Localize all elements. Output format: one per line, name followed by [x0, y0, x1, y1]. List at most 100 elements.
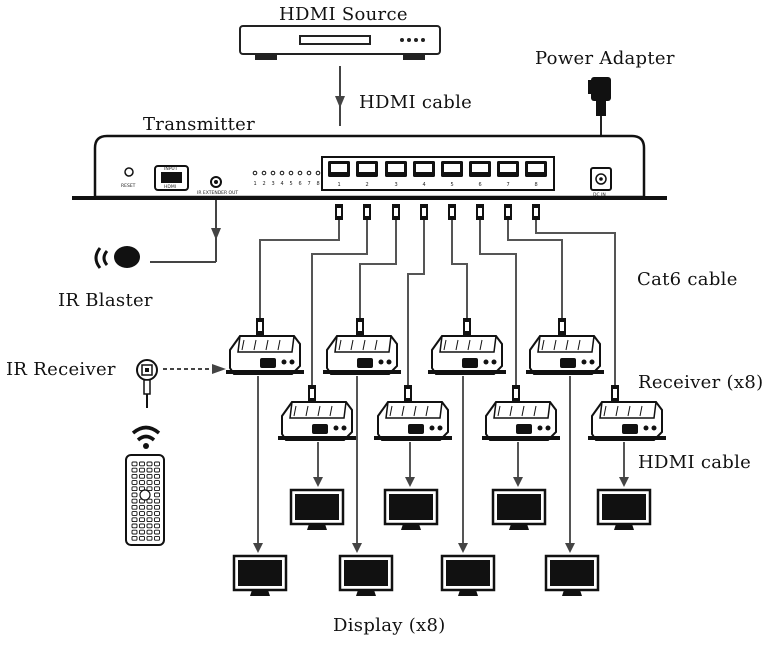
port-number: 4	[423, 182, 426, 188]
remote-button	[131, 467, 138, 473]
receiver-ridge	[627, 405, 631, 417]
input-label: INPUT	[164, 166, 178, 172]
rj45-plug-detail	[534, 208, 538, 216]
rj45-port-inner	[528, 164, 544, 172]
receiver-led	[491, 359, 497, 365]
led-number: 2	[263, 181, 266, 187]
receiver-body	[431, 335, 503, 375]
display-screen	[344, 560, 388, 586]
receiver-edge	[237, 335, 295, 353]
display-stand	[307, 524, 327, 530]
receiver-ridge	[509, 405, 513, 417]
display-screen	[497, 494, 541, 520]
receiver-ridge	[293, 405, 297, 417]
remote-button	[154, 498, 160, 504]
remote-button	[154, 492, 160, 498]
remote-button	[131, 461, 138, 467]
receiver-ridge	[338, 339, 342, 351]
receiver-ridge	[455, 339, 459, 351]
receiver-ridge	[577, 339, 581, 351]
display-stand	[614, 524, 634, 530]
cat6-cable	[507, 220, 563, 318]
receiver-led	[483, 359, 489, 365]
down-arrow	[352, 543, 362, 553]
remote-button	[154, 480, 160, 485]
display-monitor	[440, 554, 496, 596]
remote-button	[146, 467, 153, 473]
rj45-port-inner	[500, 164, 516, 172]
receiver-led	[545, 425, 551, 431]
remote-button	[131, 492, 138, 498]
remote-button	[139, 511, 145, 516]
receiver-led	[537, 425, 543, 431]
reset-label: RESET	[121, 183, 136, 189]
display-screen	[389, 494, 433, 520]
led-number: 8	[317, 181, 320, 187]
receiver-led	[589, 359, 595, 365]
remote-button	[139, 461, 145, 467]
receiver-hdmi-port	[260, 358, 276, 368]
rj45-plug-detail	[560, 322, 564, 331]
receiver-hdmi-port	[560, 358, 576, 368]
display-screen	[295, 494, 339, 520]
receiver-led	[643, 425, 649, 431]
receiver-ridge	[329, 405, 333, 417]
cat6-cables	[256, 204, 619, 403]
display-stand	[401, 524, 421, 530]
display-monitor	[491, 488, 547, 530]
rj45-plug-detail	[258, 322, 262, 331]
rj45-plug-detail	[406, 389, 410, 398]
remote-button	[139, 504, 145, 510]
display-monitor	[596, 488, 652, 530]
receiver-ridge	[389, 405, 393, 417]
remote-button	[146, 511, 153, 516]
status-led	[306, 170, 312, 176]
rj45-port-inner	[444, 164, 460, 172]
remote-button	[146, 535, 153, 541]
ir-receiver-label: IR Receiver	[6, 359, 116, 380]
display-monitor	[338, 554, 394, 596]
display-screen	[602, 494, 646, 520]
receiver-base	[526, 370, 604, 374]
receiver-ridge	[305, 405, 309, 417]
port-number: 8	[535, 182, 538, 188]
receiver-ridge	[521, 405, 525, 417]
display-screen	[238, 560, 282, 586]
rj45-plug-detail	[478, 208, 482, 216]
led-number: 5	[290, 181, 293, 187]
hdmi-source-cable	[335, 66, 345, 126]
down-arrow	[619, 477, 629, 487]
receiver-hdmi-port	[516, 424, 532, 434]
receiver-edge	[599, 401, 657, 419]
receiver-ridge	[615, 405, 619, 417]
remote-button	[131, 473, 138, 479]
hdmi-cable-bottom-label: HDMI cable	[638, 452, 752, 473]
display-stand	[562, 590, 582, 596]
receiver-led	[289, 359, 295, 365]
remote-button	[146, 480, 153, 485]
hdmi-source-device	[239, 25, 441, 60]
receiver-hdmi-port	[622, 424, 638, 434]
led-number: 7	[308, 181, 311, 187]
remote-button	[139, 535, 145, 541]
rj45-plug-detail	[465, 322, 469, 331]
receiver-ridge	[253, 339, 257, 351]
cat6-cable	[535, 220, 616, 385]
ir-blaster-device	[94, 246, 140, 269]
status-led	[288, 170, 294, 176]
receiver-led	[386, 359, 392, 365]
dc-in-label: DC IN	[593, 192, 606, 198]
receiver-led	[281, 359, 287, 365]
status-led	[261, 170, 267, 176]
rj45-plug-detail	[514, 389, 518, 398]
display-monitor	[232, 554, 288, 596]
remote-button	[139, 523, 145, 529]
receiver-ridge	[541, 339, 545, 351]
remote-button	[154, 504, 160, 510]
receiver-edge	[289, 401, 347, 419]
remote-button	[146, 473, 153, 479]
cat6-cable	[259, 220, 340, 318]
